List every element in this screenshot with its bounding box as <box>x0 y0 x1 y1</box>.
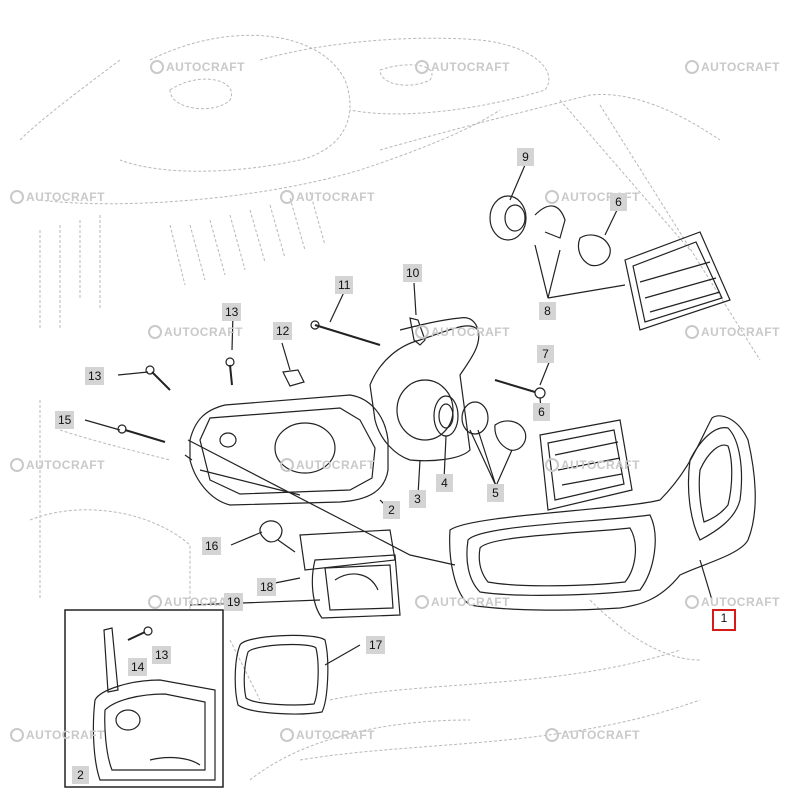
watermark-logo-icon <box>545 458 559 472</box>
watermark-logo-icon <box>10 458 24 472</box>
watermark: AUTOCRAFT <box>545 728 640 742</box>
watermark-logo-icon <box>148 325 162 339</box>
watermark-logo-icon <box>685 325 699 339</box>
callout-part-6-upper[interactable]: 6 <box>610 193 627 211</box>
callout-part-2[interactable]: 2 <box>383 501 400 519</box>
watermark-logo-icon <box>415 595 429 609</box>
callout-part-10[interactable]: 10 <box>403 264 423 282</box>
callout-part-6-lower[interactable]: 6 <box>533 403 550 421</box>
callout-part-4[interactable]: 4 <box>436 474 453 492</box>
watermark: AUTOCRAFT <box>685 60 780 74</box>
watermark: AUTOCRAFT <box>10 190 105 204</box>
watermark-logo-icon <box>148 595 162 609</box>
callout-part-1[interactable]: 1 <box>712 609 736 631</box>
callout-part-5[interactable]: 5 <box>487 484 504 502</box>
watermark: AUTOCRAFT <box>148 595 243 609</box>
callout-part-18[interactable]: 18 <box>257 578 277 596</box>
callout-part-2-inset[interactable]: 2 <box>72 766 89 784</box>
watermark: AUTOCRAFT <box>150 60 245 74</box>
watermark-logo-icon <box>415 325 429 339</box>
watermark: AUTOCRAFT <box>280 190 375 204</box>
watermark-logo-icon <box>545 190 559 204</box>
callout-part-19[interactable]: 19 <box>224 593 244 611</box>
watermark: AUTOCRAFT <box>415 325 510 339</box>
watermark-logo-icon <box>415 60 429 74</box>
watermark: AUTOCRAFT <box>148 325 243 339</box>
callout-part-14[interactable]: 14 <box>128 658 148 676</box>
watermark: AUTOCRAFT <box>685 595 780 609</box>
watermark-logo-icon <box>150 60 164 74</box>
watermark-logo-icon <box>280 458 294 472</box>
watermark: AUTOCRAFT <box>545 458 640 472</box>
watermark: AUTOCRAFT <box>415 595 510 609</box>
watermark: AUTOCRAFT <box>280 728 375 742</box>
callout-part-8[interactable]: 8 <box>539 302 556 320</box>
callout-part-3[interactable]: 3 <box>409 490 426 508</box>
watermark-logo-icon <box>685 60 699 74</box>
parts-linework <box>84 164 756 715</box>
watermark-logo-icon <box>280 190 294 204</box>
callout-part-13-upper[interactable]: 13 <box>222 303 242 321</box>
watermark-logo-icon <box>280 728 294 742</box>
watermark: AUTOCRAFT <box>685 325 780 339</box>
callout-part-7[interactable]: 7 <box>537 345 554 363</box>
callout-part-16[interactable]: 16 <box>202 537 222 555</box>
watermark-logo-icon <box>10 190 24 204</box>
callout-part-15[interactable]: 15 <box>55 411 75 429</box>
watermark: AUTOCRAFT <box>280 458 375 472</box>
callout-part-9[interactable]: 9 <box>517 148 534 166</box>
watermark-logo-icon <box>685 595 699 609</box>
watermark: AUTOCRAFT <box>415 60 510 74</box>
callout-part-13-left[interactable]: 13 <box>85 367 105 385</box>
callout-part-11[interactable]: 11 <box>335 276 354 294</box>
callout-part-13-inset[interactable]: 13 <box>152 646 172 664</box>
watermark: AUTOCRAFT <box>10 458 105 472</box>
callout-part-12[interactable]: 12 <box>273 322 293 340</box>
inset-detail-box <box>64 609 224 788</box>
watermark: AUTOCRAFT <box>10 728 105 742</box>
callout-part-17[interactable]: 17 <box>366 636 386 654</box>
watermark-logo-icon <box>10 728 24 742</box>
watermark-logo-icon <box>545 728 559 742</box>
background-body-outline <box>19 34 761 781</box>
